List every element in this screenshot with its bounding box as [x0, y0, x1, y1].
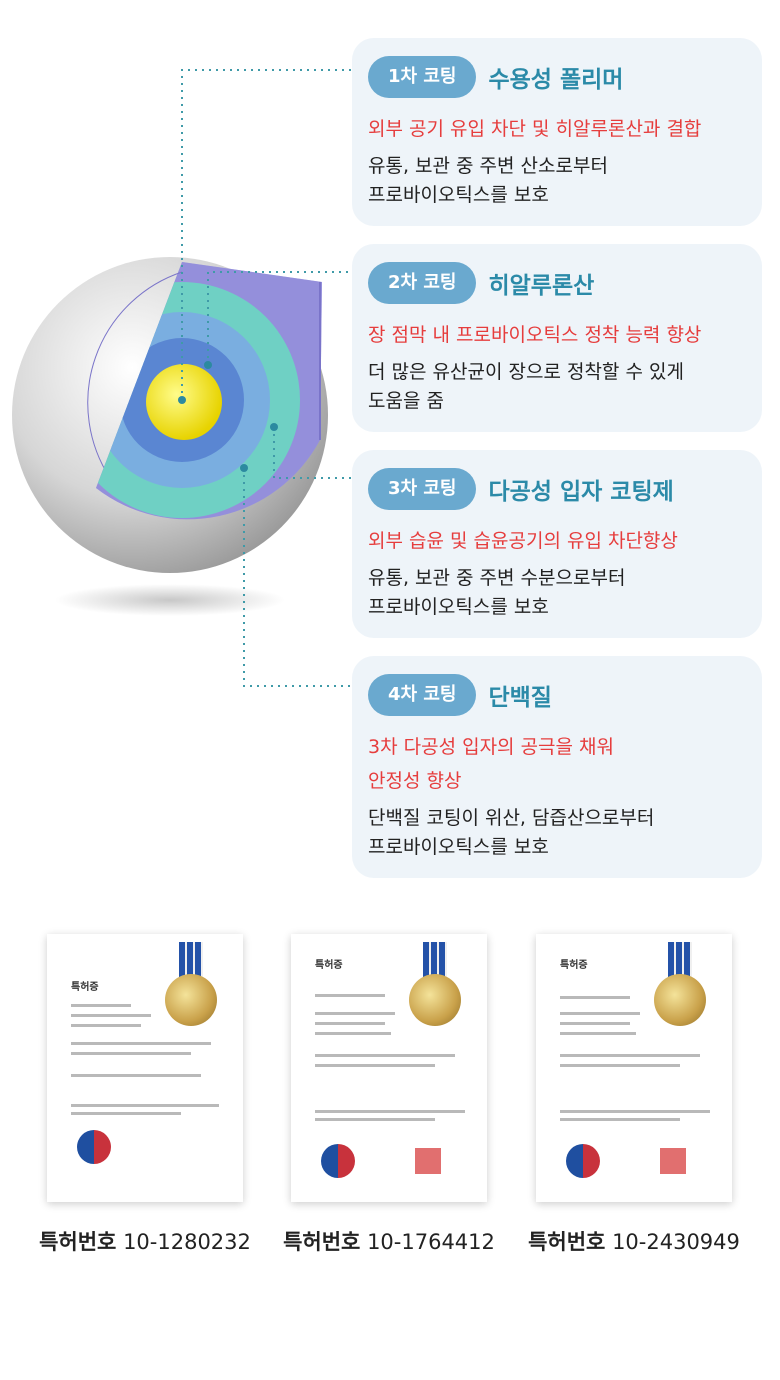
coating-card-4: 4차 코팅 단백질 3차 다공성 입자의 공극을 채워 안정성 향상 단백질 코… — [352, 656, 762, 878]
coating-tagline: 장 점막 내 프로바이오틱스 정착 능력 향상 — [368, 324, 702, 346]
official-stamp-icon — [415, 1148, 441, 1174]
patent-number-label-3: 특허번호 10-2430949 — [514, 1226, 754, 1256]
coated-sphere-illustration — [12, 69, 368, 687]
certificate-title: 특허증 — [560, 960, 588, 971]
coating-badge: 1차 코팅 — [368, 56, 477, 98]
patent-certificate-2: 특허증 — [291, 934, 487, 1202]
kipo-logo-icon — [77, 1130, 111, 1164]
coating-description: 유통, 보관 중 주변 산소로부터 프로바이오틱스를 보호 — [368, 155, 608, 206]
coating-tagline: 3차 다공성 입자의 공극을 채워 안정성 향상 — [368, 736, 615, 792]
patent-label: 특허번호 — [528, 1230, 606, 1254]
gold-seal-icon — [654, 974, 706, 1026]
patent-number: 10-1764412 — [367, 1230, 495, 1254]
patent-number-label-1: 특허번호 10-1280232 — [25, 1226, 265, 1256]
coating-description: 더 많은 유산균이 장으로 정착할 수 있게 도움을 줌 — [368, 361, 684, 412]
patent-number-label-2: 특허번호 10-1764412 — [269, 1226, 509, 1256]
coating-badge: 4차 코팅 — [368, 674, 477, 716]
coating-diagram — [12, 69, 368, 687]
gold-seal-icon — [409, 974, 461, 1026]
coating-tagline: 외부 습윤 및 습윤공기의 유입 차단향상 — [368, 530, 678, 552]
coating-tagline: 외부 공기 유입 차단 및 히알루론산과 결합 — [368, 118, 702, 140]
coating-card-3: 3차 코팅 다공성 입자 코팅제 외부 습윤 및 습윤공기의 유입 차단향상 유… — [352, 450, 762, 638]
coating-badge: 2차 코팅 — [368, 262, 477, 304]
coating-title: 히알루론산 — [488, 273, 595, 299]
patent-certificate-3: 특허증 — [536, 934, 732, 1202]
kipo-logo-icon — [566, 1144, 600, 1178]
certificate-title: 특허증 — [315, 960, 343, 971]
coating-card-1: 1차 코팅 수용성 폴리머 외부 공기 유입 차단 및 히알루론산과 결합 유통… — [352, 38, 762, 226]
coating-card-2: 2차 코팅 히알루론산 장 점막 내 프로바이오틱스 정착 능력 향상 더 많은… — [352, 244, 762, 432]
coating-description: 유통, 보관 중 주변 수분으로부터 프로바이오틱스를 보호 — [368, 567, 626, 618]
coating-title: 수용성 폴리머 — [488, 67, 624, 93]
coating-title: 다공성 입자 코팅제 — [488, 479, 674, 505]
patent-number: 10-1280232 — [123, 1230, 251, 1254]
patent-label: 특허번호 — [39, 1230, 117, 1254]
coating-title: 단백질 — [488, 685, 552, 711]
coating-badge: 3차 코팅 — [368, 468, 477, 510]
official-stamp-icon — [660, 1148, 686, 1174]
patent-certificate-1: 특허증 — [47, 934, 243, 1202]
coating-description: 단백질 코팅이 위산, 담즙산으로부터 프로바이오틱스를 보호 — [368, 807, 655, 858]
patent-label: 특허번호 — [283, 1230, 361, 1254]
patent-number: 10-2430949 — [612, 1230, 740, 1254]
sphere-shadow — [55, 584, 285, 616]
gold-seal-icon — [165, 974, 217, 1026]
kipo-logo-icon — [321, 1144, 355, 1178]
certificate-title: 특허증 — [71, 982, 99, 993]
